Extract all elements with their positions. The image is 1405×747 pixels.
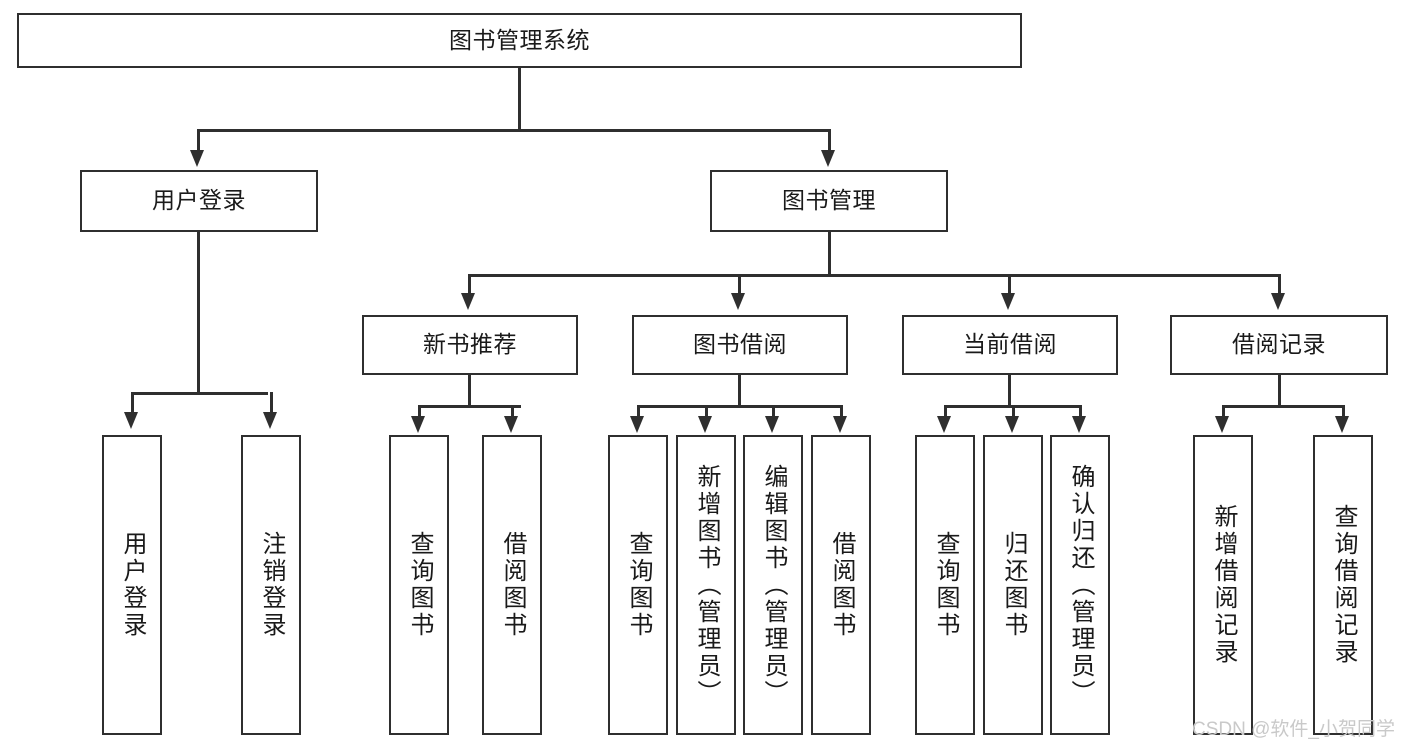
leaf-edit-book[interactable]: 编辑图书（管理员） — [743, 435, 803, 735]
arrow-currentborrow-l1 — [937, 416, 951, 433]
arrow-userlogin-leaf1 — [124, 412, 138, 429]
edge-root-to-userlogin — [197, 129, 200, 153]
node-book-management[interactable]: 图书管理 — [710, 170, 948, 232]
node-book-management-label: 图书管理 — [782, 187, 876, 214]
arrow-bookborrow-l2 — [698, 416, 712, 433]
edge-bookborrow-l4 — [840, 405, 843, 418]
leaf-logout-login[interactable]: 注销登录 — [241, 435, 301, 735]
leaf-borrow-book-2[interactable]: 借阅图书 — [811, 435, 871, 735]
edge-newbook-l1 — [418, 405, 421, 418]
node-root-label: 图书管理系统 — [449, 26, 590, 53]
arrow-root-to-bookmgmt — [821, 150, 835, 167]
node-new-book-recommend-label: 新书推荐 — [423, 331, 517, 358]
edge-currentborrow-l3 — [1079, 405, 1082, 418]
arrow-bookmgmt-c2 — [731, 293, 745, 310]
node-book-borrow[interactable]: 图书借阅 — [632, 315, 848, 375]
arrow-bookborrow-l1 — [630, 416, 644, 433]
edge-bookborrow-stem — [738, 375, 741, 407]
edge-borrowrecord-stem — [1278, 375, 1281, 407]
node-borrow-record-label: 借阅记录 — [1232, 331, 1326, 358]
leaf-borrow-book-1-label: 借阅图书 — [499, 531, 526, 639]
edge-newbook-l2 — [511, 405, 514, 418]
edge-userlogin-stem — [197, 232, 200, 394]
edge-currentborrow-l2 — [1012, 405, 1015, 418]
leaf-user-login-label: 用户登录 — [119, 531, 146, 639]
edge-bookmgmt-c1 — [468, 274, 471, 295]
arrow-bookborrow-l3 — [765, 416, 779, 433]
arrow-newbook-l1 — [411, 416, 425, 433]
leaf-query-book-2-label: 查询图书 — [625, 531, 652, 639]
node-user-login[interactable]: 用户登录 — [80, 170, 318, 232]
edge-bookborrow-bus — [637, 405, 842, 408]
arrow-currentborrow-l3 — [1072, 416, 1086, 433]
leaf-query-book-2[interactable]: 查询图书 — [608, 435, 668, 735]
edge-bookmgmt-c3 — [1008, 274, 1011, 295]
edge-borrowrecord-l1 — [1222, 405, 1225, 418]
leaf-query-book-3[interactable]: 查询图书 — [915, 435, 975, 735]
arrow-borrowrecord-l1 — [1215, 416, 1229, 433]
edge-bookmgmt-stem — [828, 232, 831, 276]
edge-root-bus — [197, 129, 831, 132]
edge-bookborrow-l1 — [637, 405, 640, 418]
edge-borrowrecord-l2 — [1342, 405, 1345, 418]
arrow-currentborrow-l2 — [1005, 416, 1019, 433]
edge-borrowrecord-bus — [1222, 405, 1344, 408]
edge-bookmgmt-c4 — [1278, 274, 1281, 295]
arrow-bookmgmt-c4 — [1271, 293, 1285, 310]
arrow-borrowrecord-l2 — [1335, 416, 1349, 433]
leaf-edit-book-label: 编辑图书（管理员） — [760, 463, 787, 707]
arrow-root-to-userlogin — [190, 150, 204, 167]
leaf-query-book-1[interactable]: 查询图书 — [389, 435, 449, 735]
leaf-confirm-return-label: 确认归还（管理员） — [1067, 463, 1094, 707]
leaf-query-book-1-label: 查询图书 — [406, 531, 433, 639]
node-new-book-recommend[interactable]: 新书推荐 — [362, 315, 578, 375]
leaf-user-login[interactable]: 用户登录 — [102, 435, 162, 735]
leaf-logout-login-label: 注销登录 — [258, 531, 285, 639]
leaf-return-book-label: 归还图书 — [1000, 531, 1027, 639]
arrow-bookborrow-l4 — [833, 416, 847, 433]
edge-currentborrow-l1 — [944, 405, 947, 418]
leaf-borrow-book-1[interactable]: 借阅图书 — [482, 435, 542, 735]
leaf-query-record[interactable]: 查询借阅记录 — [1313, 435, 1373, 735]
edge-bookborrow-l3 — [772, 405, 775, 418]
edge-newbook-bus — [418, 405, 521, 408]
leaf-borrow-book-2-label: 借阅图书 — [828, 531, 855, 639]
arrow-userlogin-leaf2 — [263, 412, 277, 429]
edge-bookmgmt-c2 — [738, 274, 741, 295]
leaf-confirm-return[interactable]: 确认归还（管理员） — [1050, 435, 1110, 735]
edge-bookborrow-l2 — [705, 405, 708, 418]
edge-userlogin-leaf1 — [131, 392, 134, 413]
arrow-newbook-l2 — [504, 416, 518, 433]
node-root[interactable]: 图书管理系统 — [17, 13, 1022, 68]
watermark: CSDN @软件_小贺同学 — [1192, 719, 1395, 740]
edge-newbook-stem — [468, 375, 471, 407]
leaf-add-record-label: 新增借阅记录 — [1210, 504, 1237, 666]
node-borrow-record[interactable]: 借阅记录 — [1170, 315, 1388, 375]
edge-bookmgmt-bus — [468, 274, 1280, 277]
edge-userlogin-bus — [131, 392, 268, 395]
arrow-bookmgmt-c3 — [1001, 293, 1015, 310]
leaf-return-book[interactable]: 归还图书 — [983, 435, 1043, 735]
leaf-query-book-3-label: 查询图书 — [932, 531, 959, 639]
arrow-bookmgmt-c1 — [461, 293, 475, 310]
node-current-borrow-label: 当前借阅 — [963, 331, 1057, 358]
node-book-borrow-label: 图书借阅 — [693, 331, 787, 358]
node-current-borrow[interactable]: 当前借阅 — [902, 315, 1118, 375]
edge-root-to-bookmgmt — [828, 129, 831, 153]
edge-userlogin-leaf2 — [270, 392, 273, 413]
edge-currentborrow-stem — [1008, 375, 1011, 407]
leaf-add-record[interactable]: 新增借阅记录 — [1193, 435, 1253, 735]
leaf-add-book-label: 新增图书（管理员） — [693, 463, 720, 707]
leaf-query-record-label: 查询借阅记录 — [1330, 504, 1357, 666]
edge-root-stem — [518, 68, 521, 131]
leaf-add-book[interactable]: 新增图书（管理员） — [676, 435, 736, 735]
node-user-login-label: 用户登录 — [152, 187, 246, 214]
